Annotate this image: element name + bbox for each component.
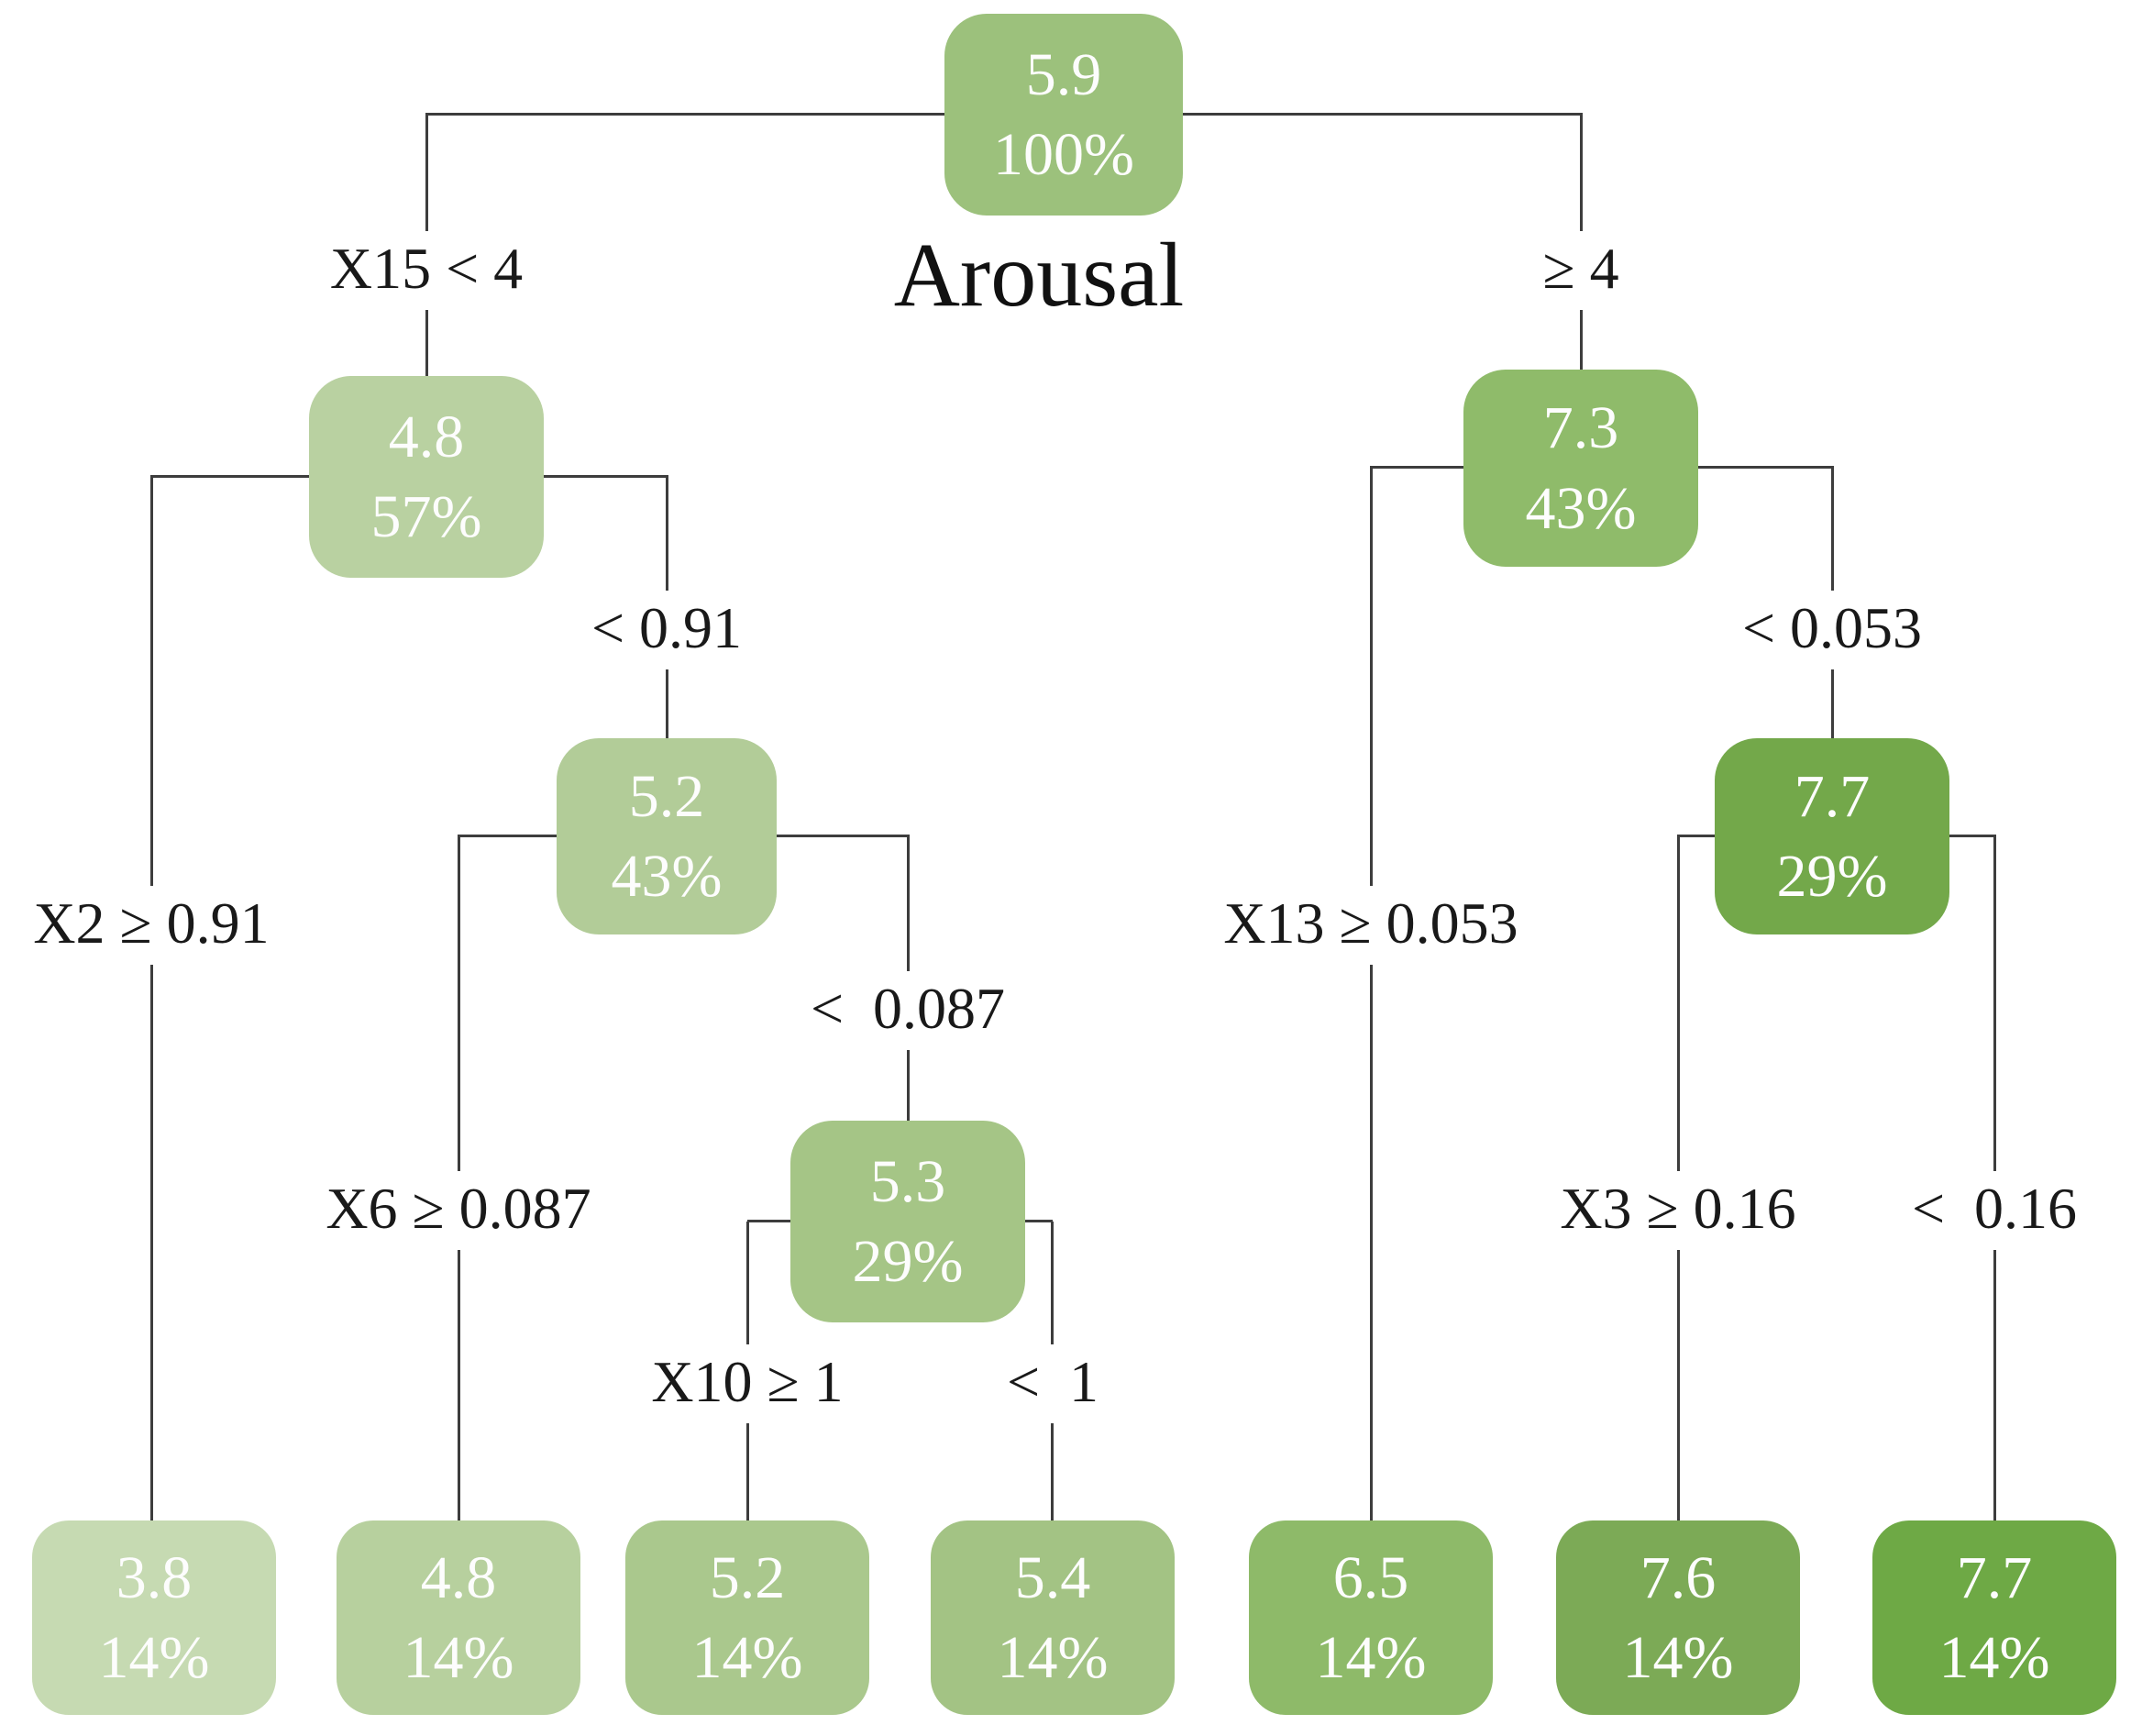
leaf-node-1: 3.8 14% <box>32 1520 276 1715</box>
connector-line <box>150 965 153 1520</box>
node-value: 4.8 <box>388 403 465 470</box>
edge-label-x15-lt-4: X15 < 4 <box>329 236 524 301</box>
node-value: 5.9 <box>1025 40 1102 108</box>
node-percent: 57% <box>370 483 482 550</box>
connector-line <box>458 1250 460 1520</box>
node-value: 3.8 <box>116 1543 193 1611</box>
node-5-3-29: 5.3 29% <box>790 1121 1025 1322</box>
connector-line <box>746 1423 749 1520</box>
connector-line <box>1183 113 1581 116</box>
connector-line <box>666 475 668 591</box>
edge-label-x13-ge-0053: X13 ≥ 0.053 <box>1223 890 1518 956</box>
leaf-node-4: 5.4 14% <box>931 1520 1175 1715</box>
edge-label-x2-ge-091: X2 ≥ 0.91 <box>33 890 270 956</box>
connector-line <box>1949 835 1994 837</box>
edge-label-x6-ge-0087: X6 ≥ 0.087 <box>326 1176 591 1241</box>
connector-line <box>666 669 668 738</box>
node-value: 7.3 <box>1542 394 1619 462</box>
connector-line <box>1370 965 1373 1520</box>
connector-line <box>777 835 908 837</box>
edge-label-lt-0053: < 0.053 <box>1741 595 1923 660</box>
connector-line <box>1831 466 1834 591</box>
node-4-8-57: 4.8 57% <box>309 376 544 578</box>
node-percent: 29% <box>1776 843 1888 910</box>
connector-line <box>1370 466 1373 886</box>
node-value: 5.4 <box>1014 1543 1091 1611</box>
node-value: 5.2 <box>628 762 705 830</box>
connector-line <box>907 1050 910 1121</box>
node-percent: 14% <box>1315 1624 1427 1691</box>
connector-line <box>425 310 428 376</box>
node-percent: 43% <box>611 843 723 910</box>
node-value: 6.5 <box>1332 1543 1409 1611</box>
node-7-7-29: 7.7 29% <box>1715 738 1949 934</box>
node-percent: 29% <box>852 1228 964 1295</box>
leaf-node-2: 4.8 14% <box>337 1520 580 1715</box>
connector-line <box>1831 669 1834 738</box>
node-5-2-43: 5.2 43% <box>557 738 777 934</box>
connector-line <box>1993 1250 1996 1520</box>
edge-label-x3-ge-016: X3 ≥ 0.16 <box>1560 1176 1796 1241</box>
connector-line <box>1051 1423 1054 1520</box>
edge-label-lt-091: < 0.91 <box>591 595 743 660</box>
leaf-node-6: 7.6 14% <box>1556 1520 1800 1715</box>
connector-line <box>544 475 667 478</box>
connector-line <box>1051 1222 1054 1344</box>
leaf-node-3: 5.2 14% <box>625 1520 869 1715</box>
edge-label-lt-0087: < 0.087 <box>810 976 1006 1041</box>
connector-line <box>1677 835 1680 1171</box>
connector-line <box>1580 113 1583 231</box>
edge-label-x10-ge-1: X10 ≥ 1 <box>651 1349 844 1414</box>
node-value: 5.2 <box>709 1543 786 1611</box>
node-percent: 14% <box>1938 1624 2050 1691</box>
leaf-node-5: 6.5 14% <box>1249 1520 1493 1715</box>
node-percent: 14% <box>98 1624 210 1691</box>
connector-line <box>458 835 557 837</box>
node-value: 7.7 <box>1794 762 1871 830</box>
node-percent: 14% <box>691 1624 803 1691</box>
connector-line <box>1371 466 1463 469</box>
node-percent: 43% <box>1525 474 1637 542</box>
connector-line <box>1678 835 1715 837</box>
connector-line <box>1677 1250 1680 1520</box>
edge-label-lt-016: < 0.16 <box>1911 1176 2078 1241</box>
connector-line <box>458 835 460 1171</box>
connector-line <box>1025 1220 1053 1222</box>
leaf-node-7: 7.7 14% <box>1872 1520 2116 1715</box>
node-value: 7.7 <box>1956 1543 2033 1611</box>
connector-line <box>907 835 910 971</box>
connector-line <box>425 113 428 231</box>
connector-line <box>426 113 944 116</box>
node-value: 5.3 <box>869 1147 946 1215</box>
node-value: 4.8 <box>420 1543 497 1611</box>
node-percent: 14% <box>1622 1624 1734 1691</box>
connector-line <box>150 475 153 886</box>
node-value: 7.6 <box>1640 1543 1717 1611</box>
connector-line <box>151 475 309 478</box>
edge-label-ge-4: ≥ 4 <box>1542 236 1619 301</box>
edge-label-lt-1: < 1 <box>1006 1349 1099 1414</box>
node-percent: 100% <box>993 121 1134 188</box>
connector-line <box>1993 835 1996 1171</box>
figure-title: Arousal <box>893 224 1185 326</box>
connector-line <box>746 1222 749 1344</box>
node-percent: 14% <box>403 1624 514 1691</box>
node-root: 5.9 100% <box>944 14 1183 216</box>
connector-line <box>1698 466 1832 469</box>
connector-line <box>1580 310 1583 370</box>
node-percent: 14% <box>997 1624 1109 1691</box>
connector-line <box>747 1220 790 1222</box>
node-7-3-43: 7.3 43% <box>1463 370 1698 567</box>
